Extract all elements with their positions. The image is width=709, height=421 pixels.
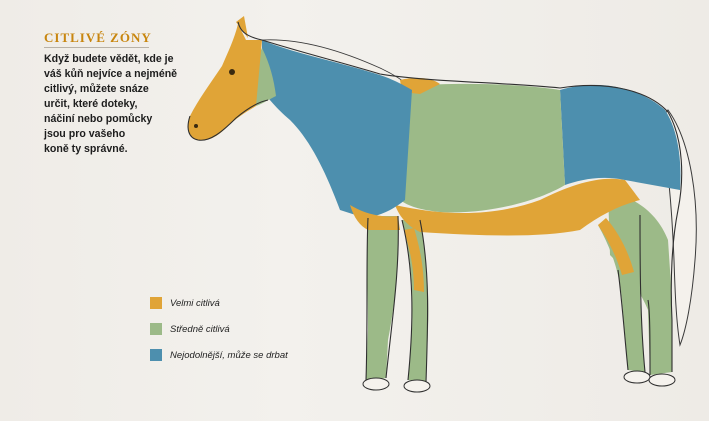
fore-leg-near	[366, 216, 399, 380]
legend-label: Středně citlivá	[170, 324, 230, 335]
legend-swatch	[150, 323, 162, 335]
hoof	[404, 380, 430, 392]
legend-label: Velmi citlivá	[170, 298, 220, 309]
hoof	[649, 374, 675, 386]
hoof	[363, 378, 389, 390]
legend: Velmi citlivá Středně citlivá Nejodolněj…	[150, 296, 288, 374]
hindquarters-zone	[560, 85, 680, 190]
legend-item-least: Nejodolnější, může se drbat	[150, 348, 288, 362]
legend-item-very: Velmi citlivá	[150, 296, 288, 310]
head-zone	[188, 24, 262, 141]
legend-swatch	[150, 349, 162, 361]
hoof	[624, 371, 650, 383]
neck-shoulder-zone	[262, 40, 412, 218]
horse-nostril	[194, 124, 198, 128]
legend-swatch	[150, 297, 162, 309]
legend-label: Nejodolnější, může se drbat	[170, 350, 288, 361]
legend-item-medium: Středně citlivá	[150, 322, 288, 336]
barrel-zone	[400, 84, 565, 212]
horse-eye	[229, 69, 235, 75]
